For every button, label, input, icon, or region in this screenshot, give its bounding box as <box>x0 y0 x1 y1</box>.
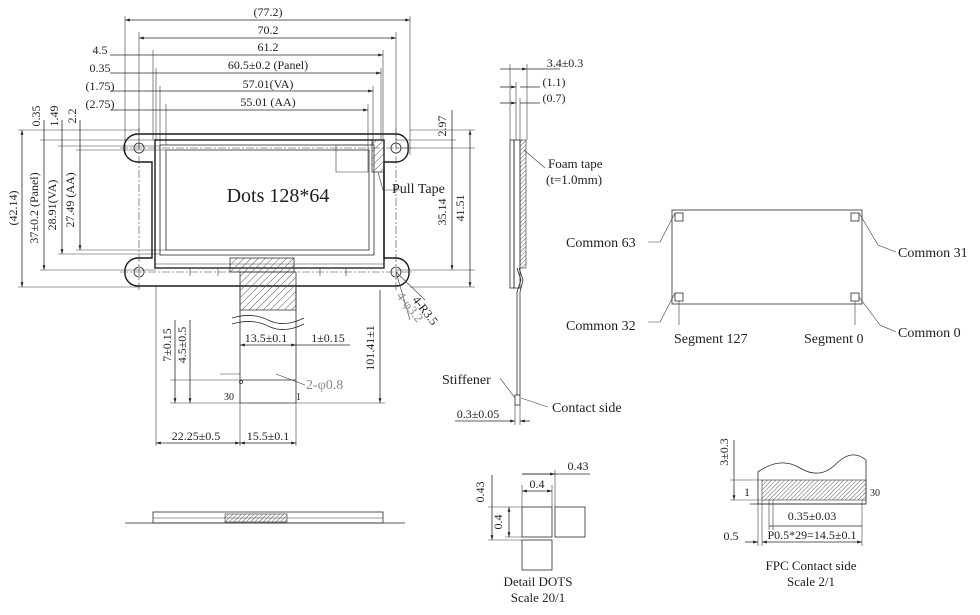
common-31: Common 31 <box>898 246 968 261</box>
active-area <box>165 149 370 251</box>
dim-35-14: 35.14 <box>435 199 449 226</box>
dim-70-2: 70.2 <box>258 23 279 37</box>
pull-tape <box>371 139 385 173</box>
dim-2-2: 2.2 <box>65 109 79 124</box>
dim-101-41: 101.41±1 <box>363 325 377 371</box>
common-32: Common 32 <box>566 319 636 334</box>
dim-1-fpc: 1±0.15 <box>311 331 345 345</box>
left-dimensions: (42.14) 0.35 37±0.2 (Panel) 1.49 28.91(V… <box>6 106 166 288</box>
segment-0: Segment 0 <box>804 332 864 347</box>
side-dim-0-3: 0.3±0.05 <box>457 407 500 421</box>
foam-thickness: (t=1.0mm) <box>546 172 602 187</box>
dot-dim-0-4-left: 0.4 <box>491 515 505 530</box>
side-dim-0-7: (0.7) <box>543 91 566 105</box>
dim-2-75: (2.75) <box>86 97 115 111</box>
contact-dim-0-35: 0.35±0.03 <box>788 509 837 523</box>
dim-0-35: 0.35 <box>90 61 111 75</box>
contact-pin-30: 30 <box>870 488 880 499</box>
dim-37-panel: 37±0.2 (Panel) <box>27 172 41 243</box>
fpc-pin-1: 1 <box>296 392 301 403</box>
right-dimensions: 2.97 35.14 41.51 <box>396 110 475 288</box>
scan-diagram: Common 63 Common 31 Common 32 Common 0 S… <box>566 209 968 347</box>
detail-dots-scale: Scale 20/1 <box>511 590 566 605</box>
common-0: Common 0 <box>898 326 961 341</box>
fpc-contact-detail: 3±0.3 1 30 0.35±0.03 0.5 P0.5*29=14.5±0.… <box>717 438 880 589</box>
contact-side-label: Contact side <box>552 401 622 416</box>
contact-dim-3: 3±0.3 <box>717 438 731 466</box>
foam-tape-label: Foam tape <box>548 156 603 171</box>
fpc-contact-title: FPC Contact side <box>765 558 856 573</box>
dim-1-75: (1.75) <box>86 79 115 93</box>
fpc-tail: 7±0.15 4.5±0.5 13.5±0.1 1±0.15 2-φ0.8 10… <box>155 271 385 446</box>
dot-dim-0-43-top: 0.43 <box>568 459 589 473</box>
dim-27-49-aa: 27.49 (AA) <box>63 172 77 227</box>
fpc-contact-scale: Scale 2/1 <box>787 574 835 589</box>
dim-13-5: 13.5±0.1 <box>245 331 288 345</box>
dim-2-97: 2.97 <box>435 116 449 137</box>
contact-pitch: P0.5*29=14.5±0.1 <box>767 528 856 542</box>
fpc-hole-note: 2-φ0.8 <box>306 378 343 393</box>
dim-15-5: 15.5±0.1 <box>247 429 290 443</box>
dim-55-01-aa: 55.01 (AA) <box>240 95 295 109</box>
viewing-area <box>159 144 375 256</box>
pull-tape-label: Pull Tape <box>392 182 445 197</box>
dim-4-5-fpc: 4.5±0.5 <box>175 327 189 364</box>
stiffener-label: Stiffener <box>442 373 491 388</box>
dim-41-51: 41.51 <box>453 195 467 222</box>
dim-0-35-v: 0.35 <box>29 106 43 127</box>
fpc-contacts <box>761 479 867 501</box>
dots-label: Dots 128*64 <box>227 185 330 207</box>
dim-28-91-va: 28.91(VA) <box>45 180 59 231</box>
side-dim-1-1: (1.1) <box>543 75 566 89</box>
detail-dots-title: Detail DOTS <box>504 574 573 589</box>
contact-dim-0-5: 0.5 <box>724 529 739 543</box>
fpc-pin-30: 30 <box>224 392 234 403</box>
top-dimensions: (77.2) 70.2 4.5 61.2 0.35 60.5±0.2 (Pane… <box>86 5 411 155</box>
dim-7: 7±0.15 <box>160 328 174 362</box>
side-dim-3-4: 3.4±0.3 <box>547 56 584 70</box>
common-63: Common 63 <box>566 236 636 251</box>
segment-127: Segment 127 <box>674 332 748 347</box>
foam-tape <box>519 139 527 269</box>
dot-dim-0-43-left: 0.43 <box>473 482 487 503</box>
detail-dots: 0.4 0.43 0.43 0.4 Detail DOTS Scale 20/1 <box>473 459 590 605</box>
dim-57-01-va: 57.01(VA) <box>243 77 294 91</box>
dim-22-25: 22.25±0.5 <box>172 429 221 443</box>
contact-dim-1: 1 <box>744 485 750 499</box>
dim-1-49: 1.49 <box>47 106 61 127</box>
bottom-side-view <box>125 511 405 524</box>
dim-4-5: 4.5 <box>93 43 108 57</box>
dim-61-2: 61.2 <box>258 40 279 54</box>
dot-dim-0-4-top: 0.4 <box>530 477 545 491</box>
dim-60-5-panel: 60.5±0.2 (Panel) <box>228 58 308 72</box>
dim-42-14: (42.14) <box>6 191 20 226</box>
scan-frame <box>671 209 863 305</box>
dim-77-2: (77.2) <box>254 5 283 19</box>
side-view: 3.4±0.3 (1.1) (0.7) Foam tape (t=1.0mm) … <box>442 56 622 425</box>
